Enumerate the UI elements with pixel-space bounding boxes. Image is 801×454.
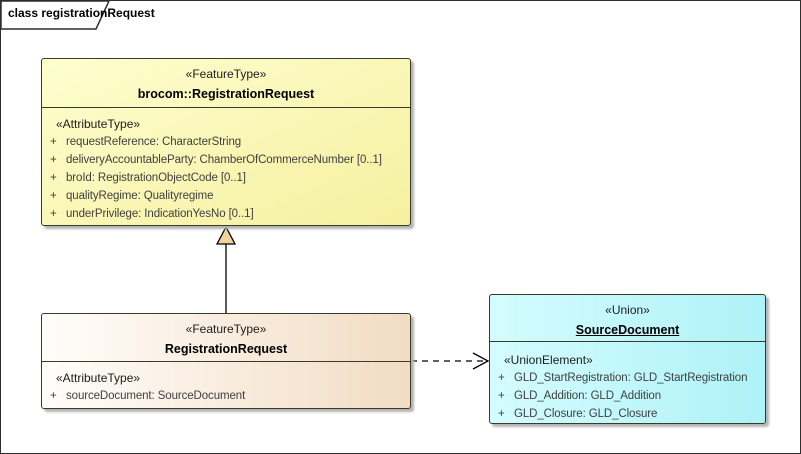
class-box-registrationrequest[interactable]: «FeatureType» RegistrationRequest «Attri… bbox=[41, 313, 411, 409]
attribute-visibility: + bbox=[50, 136, 57, 148]
attribute-row: + underPrivilege: IndicationYesNo [0..1] bbox=[42, 205, 410, 223]
attribute-visibility: + bbox=[498, 372, 505, 384]
attribute-row: + GLD_Addition: GLD_Addition bbox=[490, 387, 765, 405]
attribute-text: sourceDocument: SourceDocument bbox=[66, 390, 246, 402]
class-box-sourcedocument[interactable]: «Union» SourceDocument «UnionElement» + … bbox=[489, 294, 766, 424]
attribute-text: requestReference: CharacterString bbox=[66, 136, 242, 148]
attribute-row: + sourceDocument: SourceDocument bbox=[42, 387, 410, 405]
attribute-text: GLD_Addition: GLD_Addition bbox=[514, 390, 661, 402]
attribute-visibility: + bbox=[50, 154, 57, 166]
attributes-compartment: «AttributeType» + requestReference: Char… bbox=[42, 108, 410, 223]
attribute-row: + qualityRegime: Qualityregime bbox=[42, 187, 410, 205]
class-header: «Union» SourceDocument bbox=[490, 295, 765, 342]
attribute-row: + GLD_StartRegistration: GLD_StartRegist… bbox=[490, 369, 765, 387]
class-name: brocom::RegistrationRequest bbox=[137, 87, 315, 101]
attributes-stereotype: «UnionElement» bbox=[504, 353, 593, 367]
attribute-row: + deliveryAccountableParty: ChamberOfCom… bbox=[42, 151, 410, 169]
attribute-visibility: + bbox=[50, 172, 57, 184]
attribute-visibility: + bbox=[498, 408, 505, 420]
attribute-text: underPrivilege: IndicationYesNo [0..1] bbox=[66, 208, 254, 220]
dependency-arrowhead-icon bbox=[472, 352, 490, 370]
attributes-compartment: «AttributeType» + sourceDocument: Source… bbox=[42, 362, 410, 405]
class-stereotype: «FeatureType» bbox=[185, 67, 267, 81]
class-header: «FeatureType» brocom::RegistrationReques… bbox=[42, 59, 410, 108]
attribute-visibility: + bbox=[50, 390, 57, 402]
attribute-visibility: + bbox=[50, 208, 57, 220]
attributes-compartment: «UnionElement» + GLD_StartRegistration: … bbox=[490, 342, 765, 423]
attribute-text: broId: RegistrationObjectCode [0..1] bbox=[66, 172, 246, 184]
frame-tab-shape bbox=[1, 1, 110, 30]
diagram-frame-label: class registrationRequest bbox=[8, 6, 155, 20]
class-name: SourceDocument bbox=[575, 323, 680, 337]
class-name: RegistrationRequest bbox=[164, 342, 288, 356]
class-header: «FeatureType» RegistrationRequest bbox=[42, 314, 410, 362]
class-box-brocom-registrationrequest[interactable]: «FeatureType» brocom::RegistrationReques… bbox=[41, 58, 411, 226]
attribute-visibility: + bbox=[498, 390, 505, 402]
attribute-text: deliveryAccountableParty: ChamberOfComme… bbox=[66, 154, 382, 166]
attribute-row: + broId: RegistrationObjectCode [0..1] bbox=[42, 169, 410, 187]
attributes-stereotype: «AttributeType» bbox=[56, 371, 141, 385]
attributes-stereotype: «AttributeType» bbox=[56, 117, 141, 131]
attribute-text: GLD_StartRegistration: GLD_StartRegistra… bbox=[514, 372, 748, 384]
attribute-row: + requestReference: CharacterString bbox=[42, 133, 410, 151]
class-stereotype: «FeatureType» bbox=[185, 322, 267, 336]
attribute-visibility: + bbox=[50, 190, 57, 202]
class-stereotype: «Union» bbox=[605, 303, 650, 317]
attribute-text: qualityRegime: Qualityregime bbox=[66, 190, 214, 202]
generalization-triangle-icon bbox=[215, 225, 237, 245]
attribute-row: + GLD_Closure: GLD_Closure bbox=[490, 405, 765, 423]
attribute-text: GLD_Closure: GLD_Closure bbox=[514, 408, 658, 420]
